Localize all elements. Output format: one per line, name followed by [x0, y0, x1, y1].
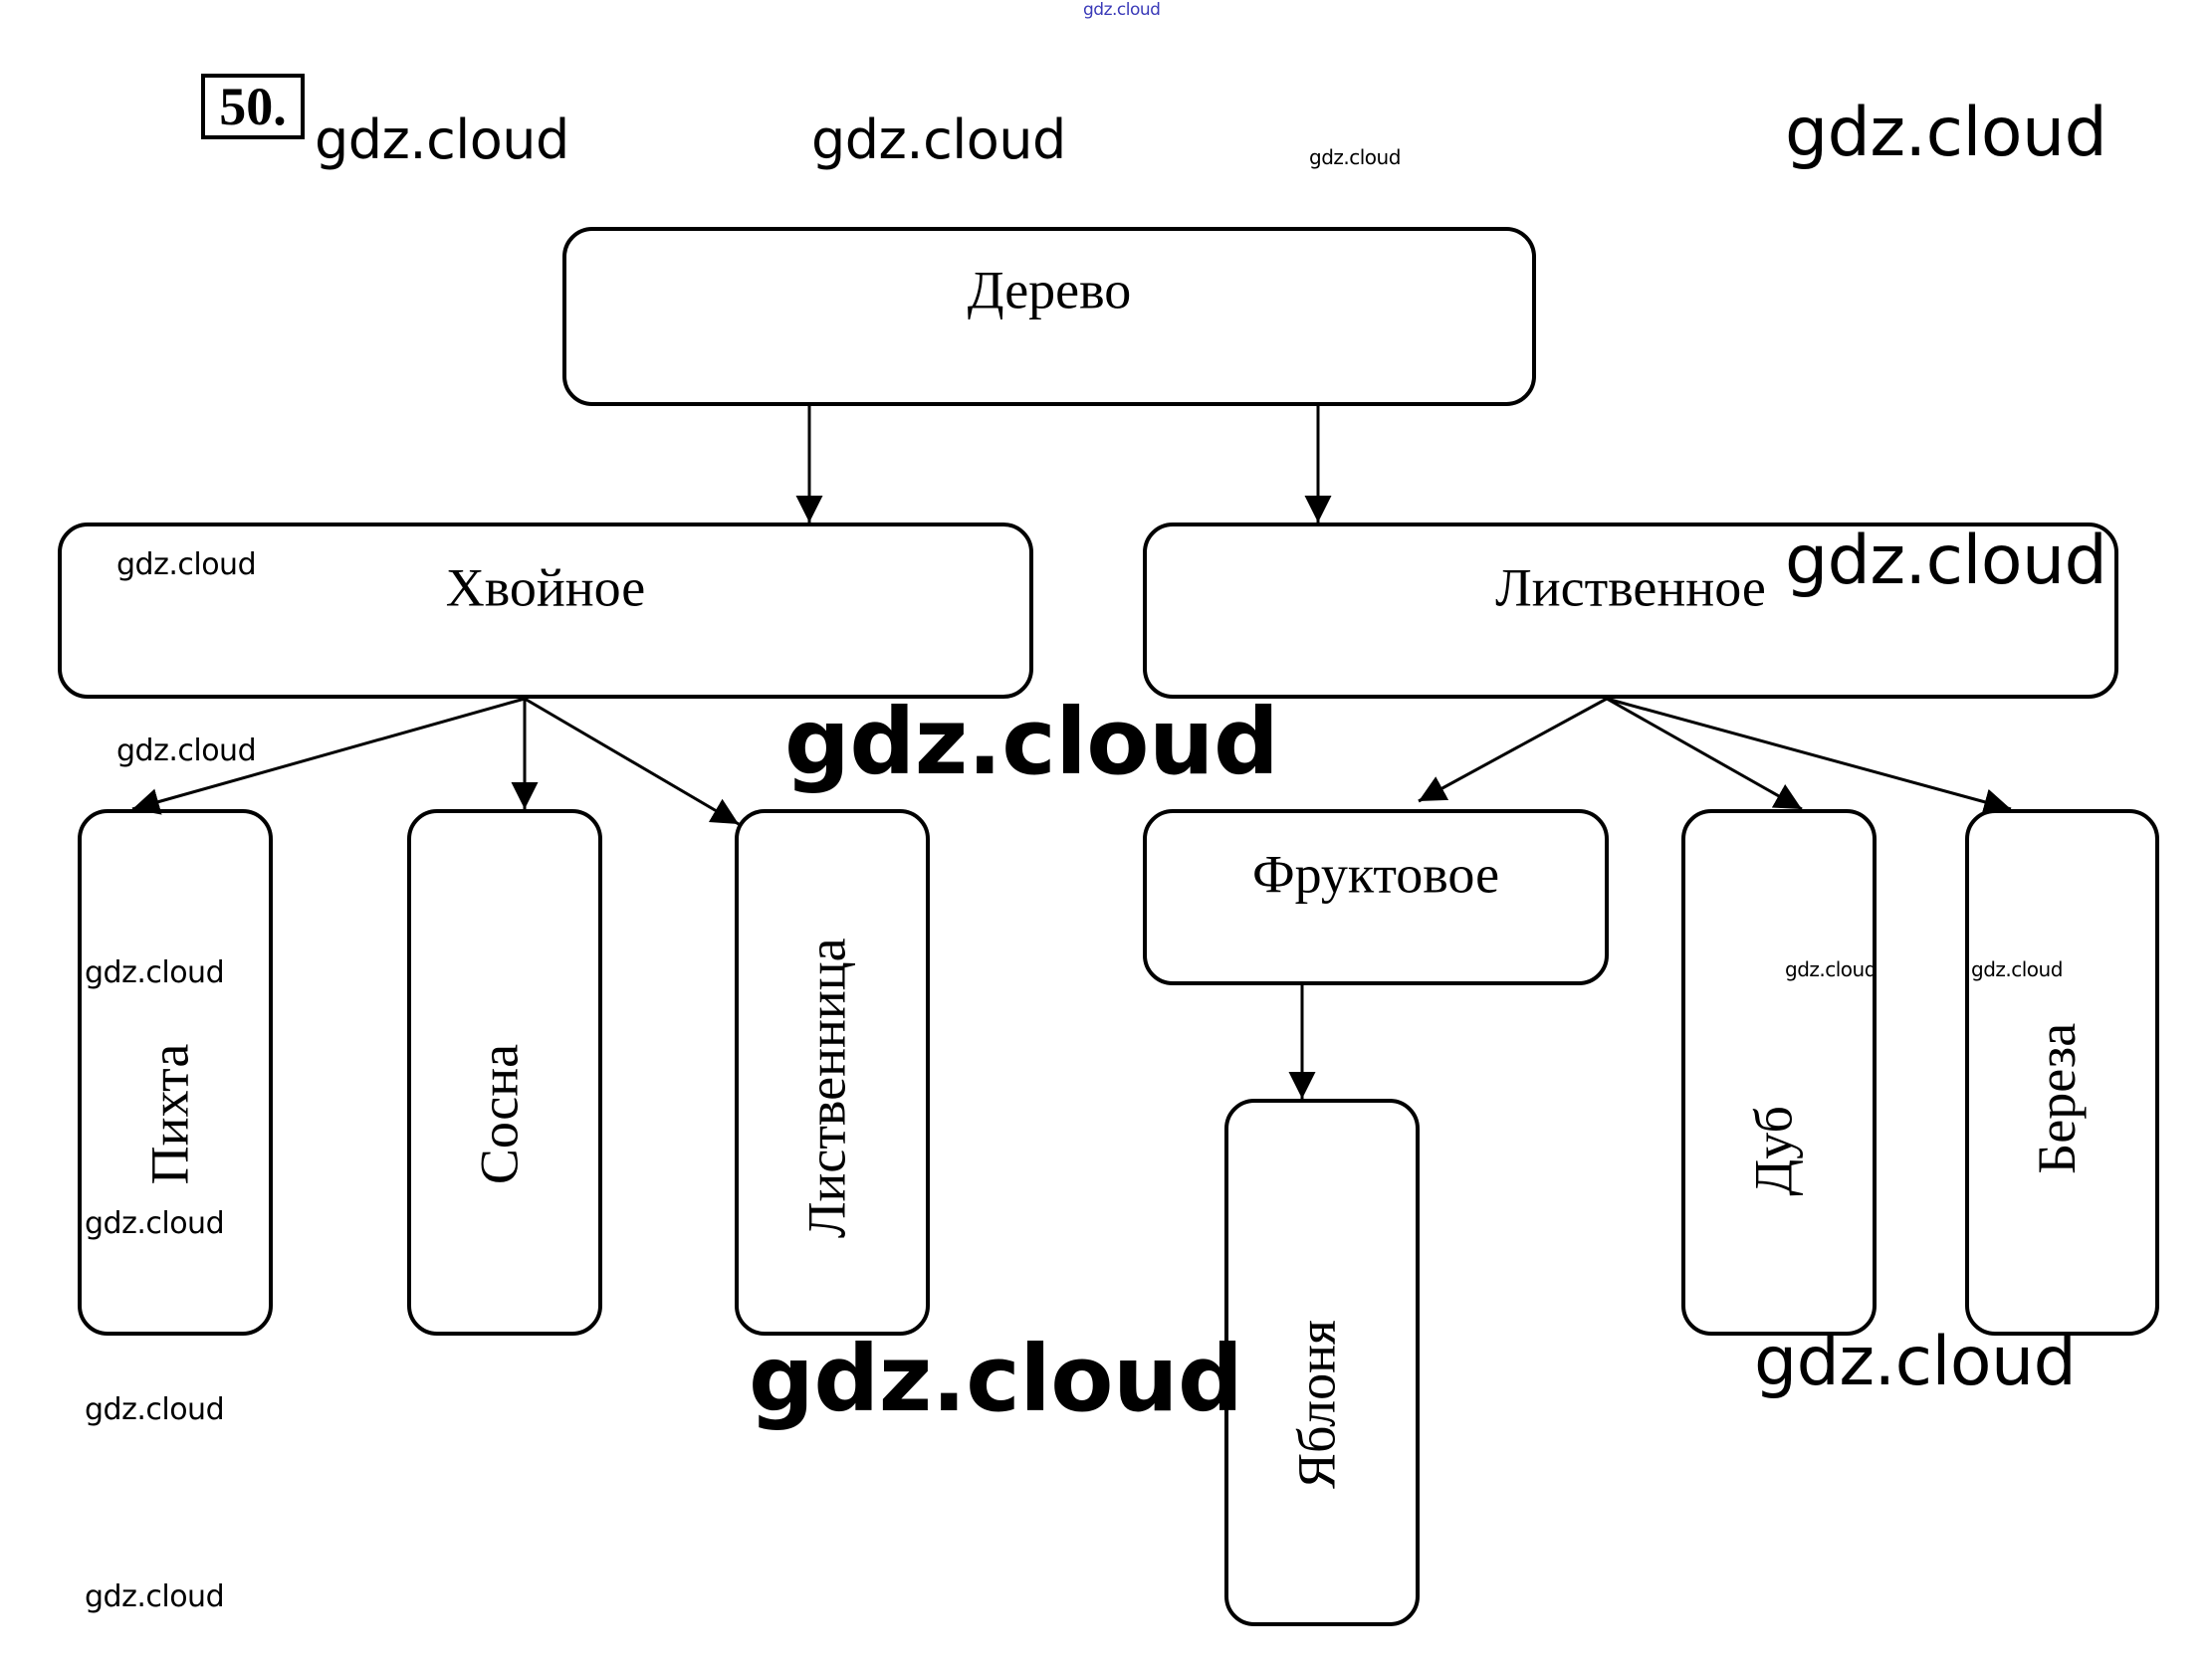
node-label: Дуб — [1743, 1106, 1803, 1196]
edge-coniferous-to-larch — [524, 697, 740, 826]
node-pine: Сосна — [407, 809, 602, 1336]
node-larch: Лиственница — [735, 809, 930, 1336]
edges — [131, 404, 2012, 1099]
node-label: Лиственница — [796, 938, 856, 1238]
watermark: gdz.cloud — [1785, 94, 2107, 172]
node-label: Хвойное — [446, 558, 646, 618]
watermark: gdz.cloud — [784, 689, 1279, 795]
edge-coniferous-to-fir — [131, 697, 526, 815]
node-fruit: Фруктовое — [1143, 809, 1609, 985]
node-box — [1143, 809, 1609, 985]
node-label: Сосна — [469, 1044, 529, 1184]
edge-deciduous-to-fruit — [1418, 697, 1608, 803]
node-fir: Пихта — [78, 809, 273, 1336]
node-box — [58, 523, 1033, 699]
watermark: gdz.cloud — [85, 1206, 225, 1241]
watermark: gdz.cloud — [85, 1579, 225, 1614]
watermark: gdz.cloud — [1785, 522, 2107, 600]
node-label: Яблоня — [1286, 1320, 1346, 1489]
node-box — [1681, 809, 1877, 1336]
watermark: gdz.cloud — [811, 108, 1066, 171]
node-deciduous: Лиственное — [1143, 523, 2118, 699]
node-label: Фруктовое — [1252, 845, 1499, 905]
node-box — [1143, 523, 2118, 699]
node-box — [562, 227, 1536, 406]
watermark: gdz.cloud — [315, 108, 569, 171]
watermark: gdz.cloud — [116, 733, 257, 768]
node-box — [1224, 1099, 1420, 1626]
node-tree: Дерево — [562, 227, 1536, 406]
edge-deciduous-to-birch — [1606, 697, 2012, 815]
node-coniferous: Хвойное — [58, 523, 1033, 699]
node-box — [407, 809, 602, 1336]
watermark: gdz.cloud — [1309, 145, 1401, 169]
node-oak: Дуб — [1681, 809, 1877, 1336]
watermark: gdz.cloud — [749, 1326, 1243, 1432]
watermark: gdz.cloud — [116, 547, 257, 582]
node-box — [735, 809, 930, 1336]
watermark: gdz.cloud — [1971, 957, 2063, 981]
node-label: Береза — [2027, 1023, 2087, 1174]
node-label: Лиственное — [1495, 558, 1766, 618]
watermark: gdz.cloud — [85, 955, 225, 990]
watermark: gdz.cloud — [1785, 957, 1877, 981]
edge-deciduous-to-oak — [1606, 697, 1803, 811]
node-box — [1965, 809, 2159, 1336]
node-label: Пихта — [139, 1044, 199, 1185]
node-box — [78, 809, 273, 1336]
watermark: gdz.cloud — [85, 1392, 225, 1427]
node-label: Дерево — [968, 260, 1132, 319]
node-birch: Береза — [1965, 809, 2159, 1336]
task-number-badge: 50. — [201, 74, 305, 139]
watermark: gdz.cloud — [1754, 1323, 2077, 1401]
header-watermark: gdz.cloud — [1083, 0, 1161, 20]
node-apple: Яблоня — [1224, 1099, 1420, 1626]
